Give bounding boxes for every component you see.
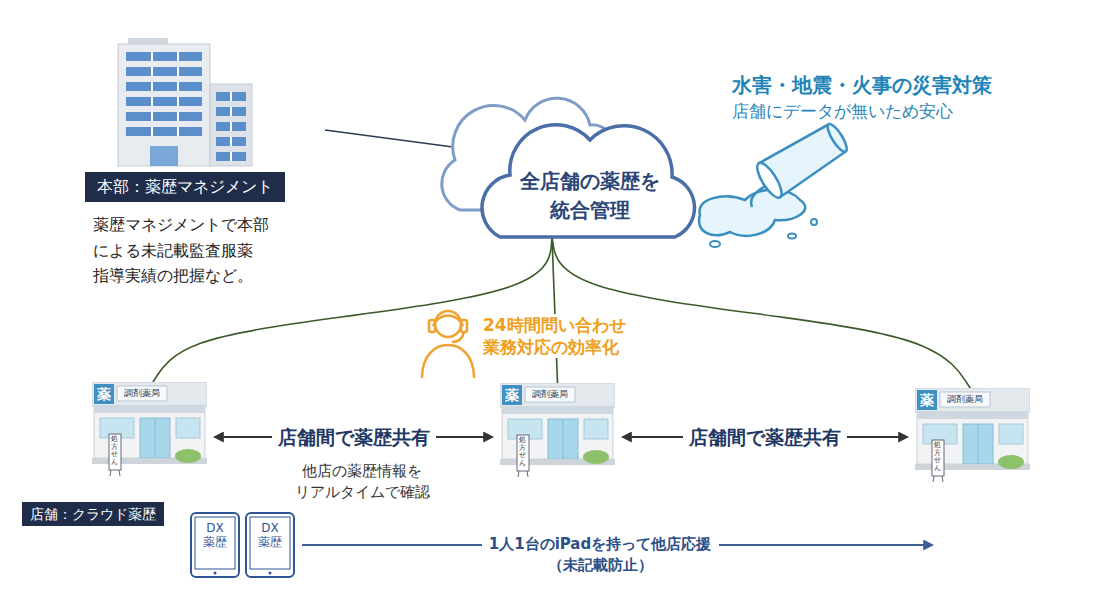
pharmacy-store-outline xyxy=(92,382,207,476)
office-building xyxy=(118,38,252,166)
pharmacy-store: 薬調剤薬局処方せん xyxy=(915,388,1030,488)
prescription-board: 処方せん xyxy=(111,436,118,467)
support-text: 24時間問い合わせ 業務対応の効率化 xyxy=(477,314,634,358)
store-sign: 薬 xyxy=(917,390,937,410)
pharmacy-store-outline xyxy=(500,383,615,477)
spilled-cup xyxy=(699,118,852,247)
description-text: 薬歴マネジメントで本部 による未記載監査服薬 指導実績の把握など。 xyxy=(93,212,271,289)
store-banner: 調剤薬局 xyxy=(525,387,575,402)
text-holder: DX 薬歴 xyxy=(190,521,240,550)
cloud-shape: 全店舗の薬歴を 統合管理 xyxy=(420,85,700,250)
device-label: DX 薬歴 xyxy=(257,521,284,550)
edge-label: 店舗間で薬歴共有 xyxy=(683,425,847,450)
building-space xyxy=(85,38,325,172)
sync-line xyxy=(552,237,970,388)
pharmacy-store: 薬調剤薬局処方せん xyxy=(92,382,207,482)
ipad-device-outline xyxy=(246,513,294,577)
device-label: DX 薬歴 xyxy=(202,521,229,550)
text-holder: 全店舗の薬歴を 統合管理 xyxy=(500,167,680,225)
cloud-shape-outline xyxy=(420,85,700,250)
pharmacy-store: 薬調剤薬局処方せん xyxy=(500,383,615,483)
section-tag: 店舗：クラウド薬歴 xyxy=(22,502,164,526)
heading-text: 水害・地震・火事の災害対策 xyxy=(732,72,992,98)
ipad-device: DX 薬歴 xyxy=(245,512,295,578)
store-banner: 調剤薬局 xyxy=(117,386,167,401)
cloud-text: 全店舗の薬歴を 統合管理 xyxy=(519,167,661,225)
operator-icon xyxy=(422,311,474,378)
link-line xyxy=(325,130,453,147)
store-banner: 調剤薬局 xyxy=(940,392,990,407)
hq-group: 本部：薬歴マネジメント薬歴マネジメントで本部 による未記載監査服薬 指導実績の把… xyxy=(85,38,325,289)
arrow-label: 1人1台のiPadを持って他店応援 （未記載防止） xyxy=(482,534,719,576)
note-text: 店舗にデータが無いため安心 xyxy=(732,100,953,122)
ipad-device: DX 薬歴 xyxy=(190,512,240,578)
store-tag: 店舗：クラウド薬歴 xyxy=(22,502,164,526)
section-tag: 本部：薬歴マネジメント xyxy=(85,172,285,202)
pharmacy-store-outline xyxy=(915,388,1030,482)
store-sign: 薬 xyxy=(94,384,114,404)
store-sign: 薬 xyxy=(502,385,522,405)
prescription-board: 処方せん xyxy=(934,442,941,473)
edge-label: 店舗間で薬歴共有 xyxy=(272,425,436,450)
note-text: 他店の薬歴情報を リアルタイムで確認 xyxy=(293,461,431,503)
ipad-device-outline xyxy=(191,513,239,577)
prescription-board: 処方せん xyxy=(519,437,526,468)
text-holder: DX 薬歴 xyxy=(245,521,295,550)
cloud-shape-outline xyxy=(442,98,695,237)
